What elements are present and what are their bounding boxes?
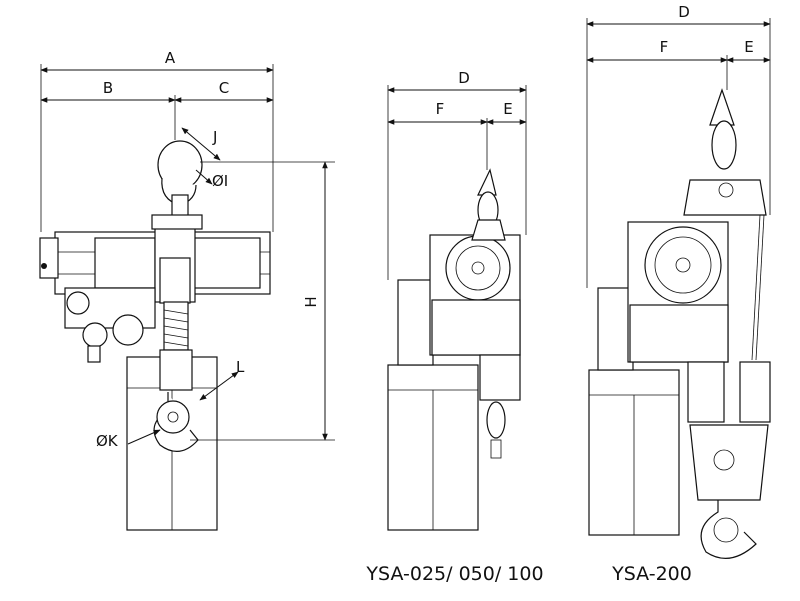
dimension-d-large-label: D (678, 3, 690, 21)
dimension-j-i: J ØI (181, 127, 228, 190)
caption-model-large: YSA-200 (611, 563, 692, 585)
dimension-l-k: L ØK (96, 358, 245, 450)
dimension-i-label: ØI (212, 172, 228, 190)
dimension-k-label: ØK (96, 432, 119, 450)
side-view-small-hoist (387, 168, 521, 531)
dimension-j-label: J (212, 128, 217, 146)
dimension-h: H (190, 161, 335, 441)
dimension-a-label: A (165, 49, 176, 67)
caption-model-small: YSA-025/ 050/ 100 (365, 563, 543, 585)
dimension-b-c: B C (40, 79, 274, 140)
dimension-f-large-label: F (660, 38, 669, 56)
dimension-d-small: D F E (387, 69, 527, 280)
side-view-large-hoist (588, 88, 771, 559)
dimension-d-large: D F E (586, 3, 771, 288)
front-view-hoist (39, 140, 271, 531)
dimension-d-small-label: D (458, 69, 470, 87)
dimension-f-small-label: F (436, 100, 445, 118)
dimension-e-large-label: E (744, 38, 753, 56)
dimension-l-label: L (236, 358, 245, 376)
dimension-e-small-label: E (503, 100, 512, 118)
dimension-a: A (40, 49, 274, 232)
dimension-c-label: C (219, 79, 229, 97)
dimension-h-label: H (302, 296, 320, 307)
dimension-b-label: B (103, 79, 113, 97)
